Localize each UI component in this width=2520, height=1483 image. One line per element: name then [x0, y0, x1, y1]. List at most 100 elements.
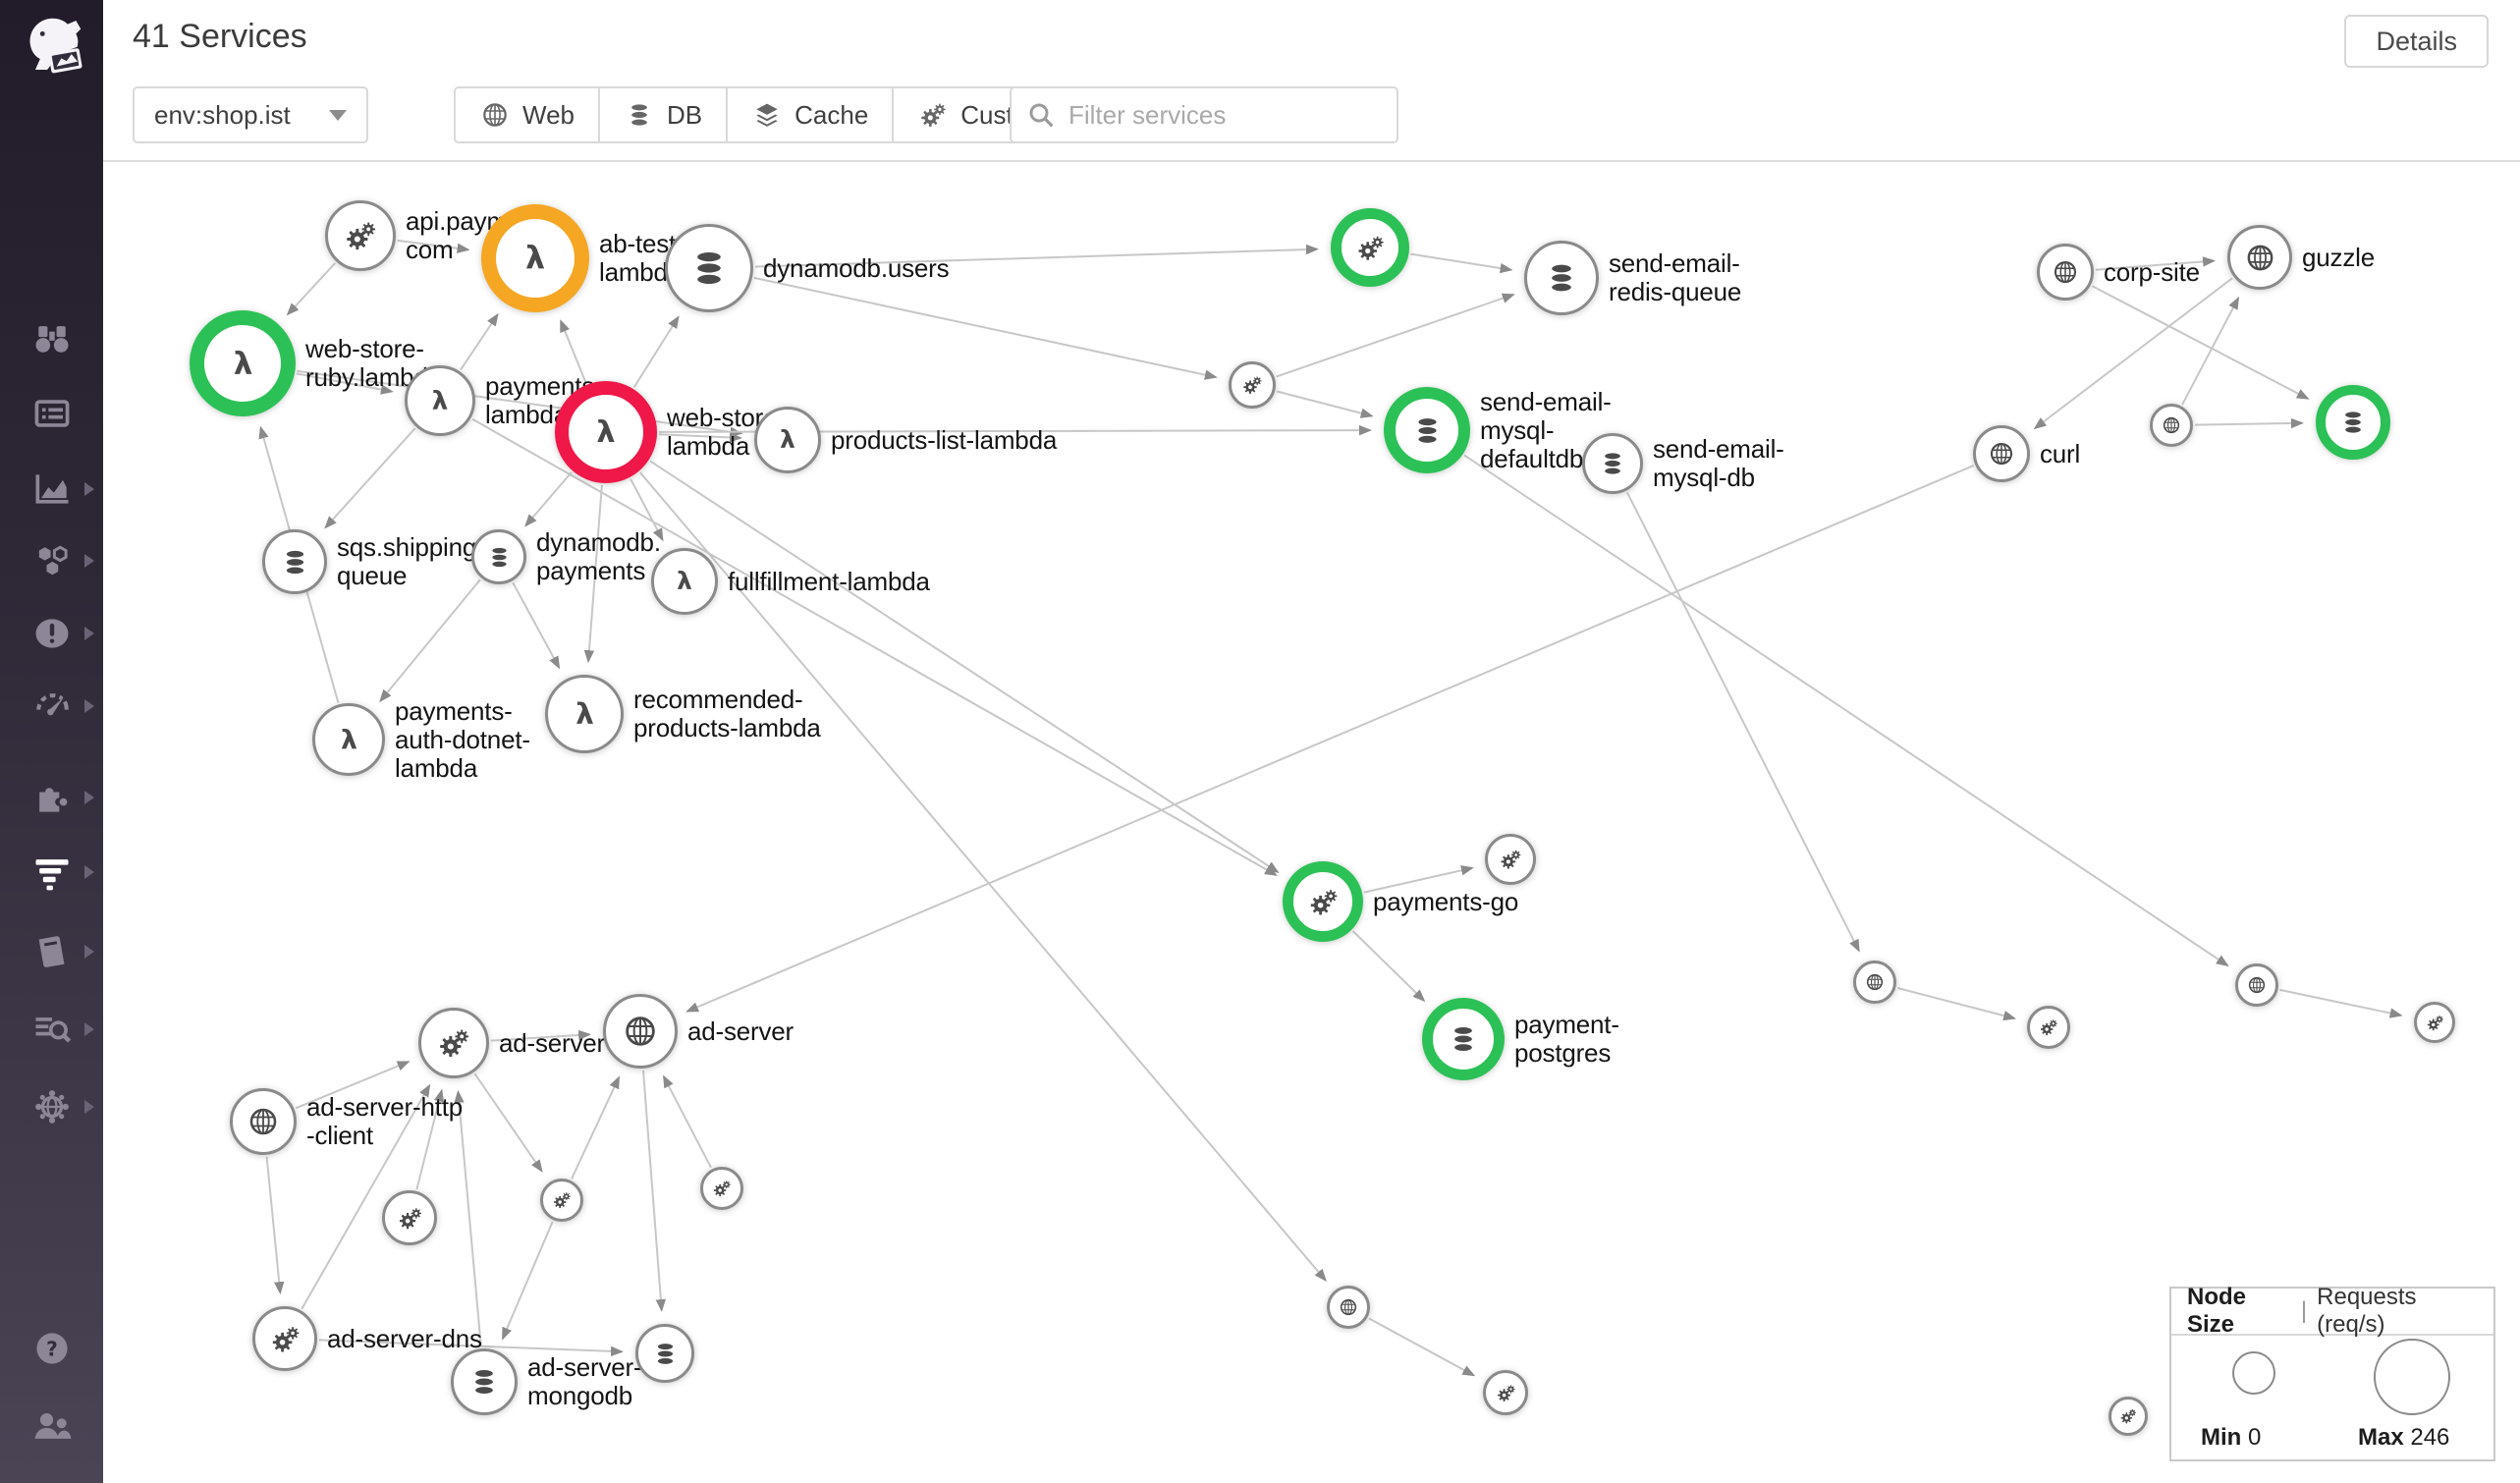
node-payments-lambda[interactable]: λ	[405, 365, 475, 436]
node-label-dynamodb-payments: dynamodb. payments	[536, 527, 661, 585]
sidebar-item-service-map[interactable]	[0, 1078, 103, 1135]
sidebar-item-traces[interactable]	[0, 844, 103, 901]
sidebar-item-user-account[interactable]	[0, 1398, 103, 1455]
node-gear-10[interactable]	[2109, 1397, 2148, 1436]
node-send-email-mysql-db[interactable]	[1582, 433, 1643, 494]
node-dynamodb-payments[interactable]	[471, 529, 526, 584]
sidebar-item-apm-gauge[interactable]	[0, 678, 103, 735]
node-label-payment-postgres: payment- postgres	[1514, 1010, 1619, 1068]
node-db-1[interactable]	[2316, 385, 2390, 460]
lambda-icon: λ	[221, 342, 265, 386]
node-corp-site[interactable]	[2037, 244, 2094, 301]
edge	[2095, 256, 2217, 271]
gears-icon	[2038, 1016, 2059, 1038]
filter-cache-button[interactable]: Cache	[726, 88, 893, 141]
node-ad-server-mongodb[interactable]	[451, 1348, 518, 1415]
node-recommended-products-lambda[interactable]: λ	[545, 675, 624, 753]
filter-button-group: Web DB Cache Custom	[454, 86, 1074, 143]
node-globe-1[interactable]	[2150, 404, 2193, 447]
legend-max-label: Max 246	[2358, 1424, 2450, 1451]
node-gear-3[interactable]	[1229, 361, 1276, 409]
globe-icon	[2161, 414, 2182, 436]
node-ad-server[interactable]	[603, 994, 678, 1069]
sidebar-item-integrations[interactable]	[0, 769, 103, 826]
edge	[296, 372, 394, 395]
node-dynamodb-users[interactable]	[665, 224, 753, 312]
edge	[754, 244, 1319, 268]
database-icon	[624, 99, 655, 131]
node-guzzle[interactable]	[2227, 225, 2292, 290]
node-gear-2[interactable]	[1485, 834, 1536, 885]
node-ad-server-tcp[interactable]	[418, 1008, 489, 1078]
node-gear-6[interactable]	[382, 1190, 437, 1245]
chevron-right-icon	[84, 945, 94, 959]
globe-icon	[2246, 974, 2268, 996]
node-api-payment-com[interactable]	[325, 200, 396, 271]
node-ad-server-dns[interactable]	[252, 1306, 317, 1371]
node-db-2[interactable]	[635, 1324, 694, 1383]
sidebar-item-metrics[interactable]	[0, 461, 103, 518]
filter-db-button[interactable]: DB	[598, 88, 727, 141]
env-filter-dropdown[interactable]: env:shop.ist	[133, 86, 368, 143]
integrations-icon	[30, 776, 74, 819]
node-gear-5[interactable]	[2414, 1002, 2455, 1043]
node-globe-2[interactable]	[1853, 961, 1896, 1004]
hostmap-icon	[30, 539, 74, 582]
lambda-icon: λ	[584, 411, 628, 454]
gears-icon	[342, 217, 379, 254]
search-input[interactable]	[1067, 98, 1383, 132]
gears-icon	[2118, 1406, 2138, 1426]
gears-icon	[396, 1204, 424, 1233]
sidebar-item-monitors[interactable]	[0, 605, 103, 662]
node-gear-9[interactable]	[1483, 1370, 1528, 1415]
node-ab-test-lambda[interactable]: λ	[481, 204, 589, 312]
node-products-list-lambda[interactable]: λ	[754, 407, 821, 473]
node-gear-8[interactable]	[700, 1167, 743, 1210]
sidebar-item-hostmap[interactable]	[0, 532, 103, 589]
gears-icon	[1495, 1382, 1517, 1404]
notebooks-icon	[30, 930, 74, 973]
svg-text:λ: λ	[432, 387, 449, 416]
edge	[663, 1074, 712, 1169]
globe-icon	[2051, 257, 2080, 287]
filter-cache-label: Cache	[794, 99, 869, 130]
edge	[490, 1029, 592, 1042]
sidebar-item-notebooks[interactable]	[0, 923, 103, 980]
node-send-email-mysql-defaultdb[interactable]	[1384, 387, 1470, 473]
node-gear-7[interactable]	[540, 1179, 583, 1222]
node-payments-auth-dotnet-lambda[interactable]: λ	[312, 703, 385, 776]
node-gear-1[interactable]	[1331, 208, 1409, 287]
edge	[2092, 285, 2310, 400]
legend-min-label: Min 0	[2201, 1424, 2262, 1451]
details-button[interactable]: Details	[2344, 15, 2489, 68]
filter-web-button[interactable]: Web	[456, 88, 598, 141]
monitors-icon	[30, 612, 74, 655]
sidebar-item-logs[interactable]	[0, 1001, 103, 1058]
datadog-logo-icon[interactable]	[14, 10, 90, 86]
service-map-icon	[30, 1085, 74, 1128]
node-curl[interactable]	[1973, 425, 2030, 482]
sidebar-item-dashboards[interactable]	[0, 385, 103, 442]
node-sqs-shipping-queue[interactable]	[262, 529, 327, 594]
user-account-icon	[30, 1404, 74, 1448]
node-web-store-ruby-lambda[interactable]: λ	[190, 310, 296, 416]
node-payment-postgres[interactable]	[1422, 998, 1505, 1080]
node-label-web-store-lambda: web-store- lambda	[667, 403, 786, 461]
node-payments-go[interactable]	[1283, 861, 1363, 942]
edge	[658, 432, 742, 443]
edge	[2033, 277, 2233, 430]
node-web-store-lambda[interactable]: λ	[555, 381, 657, 483]
database-icon	[466, 1364, 502, 1400]
edge	[524, 471, 573, 527]
node-globe-3[interactable]	[2235, 963, 2278, 1007]
node-fullfillment-lambda[interactable]: λ	[651, 548, 718, 615]
search-box[interactable]	[1010, 86, 1398, 143]
node-gear-4[interactable]	[2027, 1006, 2070, 1049]
node-ad-server-http-client[interactable]	[230, 1088, 297, 1155]
sidebar-item-help[interactable]: ?	[0, 1320, 103, 1377]
sidebar-item-binoculars[interactable]	[0, 310, 103, 367]
svg-text:λ: λ	[233, 346, 252, 381]
node-globe-4[interactable]	[1327, 1286, 1370, 1329]
node-send-email-redis-queue[interactable]	[1524, 241, 1599, 315]
chevron-right-icon	[84, 1100, 94, 1114]
